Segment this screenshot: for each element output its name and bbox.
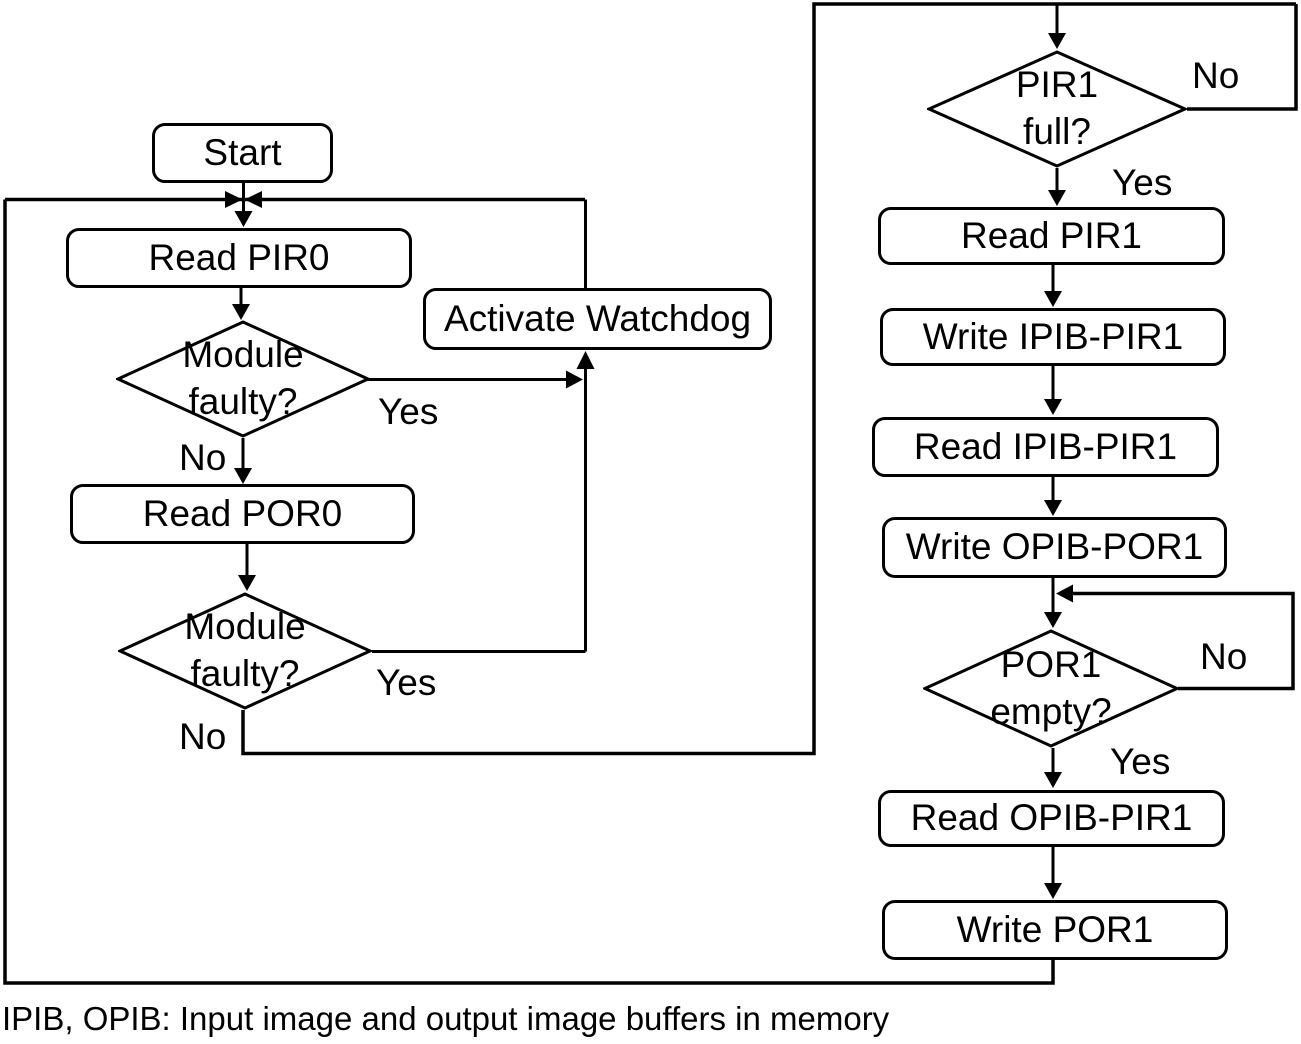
diamond-shape: [923, 629, 1179, 748]
node-module-faulty-1: Module faulty?: [116, 320, 370, 438]
label-faulty2-yes: Yes: [376, 662, 437, 703]
node-read-pir1-label: Read PIR1: [961, 214, 1142, 256]
edge-readipib-writeopib: [1044, 477, 1062, 516]
node-por1-empty-label: POR1 empty?: [990, 643, 1112, 732]
node-read-pir1: Read PIR1: [878, 207, 1225, 265]
node-read-ipib-pir1-label: Read IPIB-PIR1: [913, 425, 1178, 467]
node-module-faulty-1-label: Module faulty?: [182, 334, 304, 422]
node-activate-watchdog: Activate Watchdog: [423, 288, 772, 350]
label-faulty1-yes: Yes: [378, 391, 439, 432]
edge-read-por0-to-faulty2: [238, 544, 256, 591]
label-faulty2-no: No: [179, 716, 227, 757]
node-pir1-full: PIR1 full?: [927, 50, 1187, 168]
diamond-shape: [118, 592, 372, 710]
node-read-pir0-label: Read PIR0: [148, 236, 330, 278]
diagram-caption: IPIB, OPIB: Input image and output image…: [2, 1000, 890, 1037]
edge-outer-loop: [3, 199, 1055, 985]
node-read-opib-pir1-label: Read OPIB-PIR1: [910, 797, 1193, 839]
edge-faulty1-no: [234, 438, 252, 484]
node-write-opib-por1: Write OPIB-POR1: [882, 517, 1227, 578]
label-pir1-yes: Yes: [1112, 162, 1173, 203]
edge-faulty2-no-loop: [241, 2, 1296, 756]
label-pir1-no: No: [1192, 55, 1240, 96]
node-activate-watchdog-label: Activate Watchdog: [443, 297, 752, 339]
edge-read-pir0-to-faulty1: [232, 288, 250, 320]
edge-readpir1-writeipib: [1044, 265, 1062, 307]
diamond-shape: [116, 320, 370, 438]
node-read-pir0: Read PIR0: [66, 228, 412, 288]
node-read-por0-label: Read POR0: [142, 492, 343, 534]
node-read-opib-pir1: Read OPIB-PIR1: [878, 790, 1225, 847]
node-write-opib-por1-label: Write OPIB-POR1: [905, 526, 1204, 568]
edge-watchdog-feed: [576, 351, 595, 652]
node-module-faulty-2-label: Module faulty?: [184, 606, 306, 694]
edge-start-to-read-pir0: [234, 183, 253, 227]
node-read-por0: Read POR0: [70, 484, 415, 544]
label-faulty1-no: No: [179, 437, 227, 478]
node-write-ipib-pir1: Write IPIB-PIR1: [880, 308, 1226, 366]
node-pir1-full-label: PIR1 full?: [1015, 64, 1099, 152]
label-por1-yes: Yes: [1110, 741, 1171, 782]
edge-por1-yes: [1044, 748, 1062, 788]
node-write-por1: Write POR1: [882, 900, 1228, 960]
edge-por1-no-loop: [1056, 584, 1295, 691]
node-write-ipib-pir1-label: Write IPIB-PIR1: [922, 315, 1184, 357]
diamond-shape: [927, 50, 1187, 168]
edge-pir1-yes: [1048, 168, 1066, 206]
node-write-por1-label: Write POR1: [956, 908, 1154, 950]
node-read-ipib-pir1: Read IPIB-PIR1: [872, 417, 1219, 477]
label-por1-no: No: [1200, 636, 1248, 677]
node-por1-empty: POR1 empty?: [923, 629, 1179, 748]
edge-pir1-no-loop: [1187, 4, 1298, 111]
node-start: Start: [152, 123, 333, 183]
node-module-faulty-2: Module faulty?: [118, 592, 372, 710]
edge-return-line: [5, 191, 585, 208]
node-start-label: Start: [203, 131, 282, 173]
edge-readopib-writepor1: [1044, 847, 1062, 899]
edge-writeipib-readipib: [1044, 366, 1062, 415]
edge-writeopib-por1empty: [1044, 578, 1062, 628]
edge-faulty1-yes: [367, 370, 583, 389]
